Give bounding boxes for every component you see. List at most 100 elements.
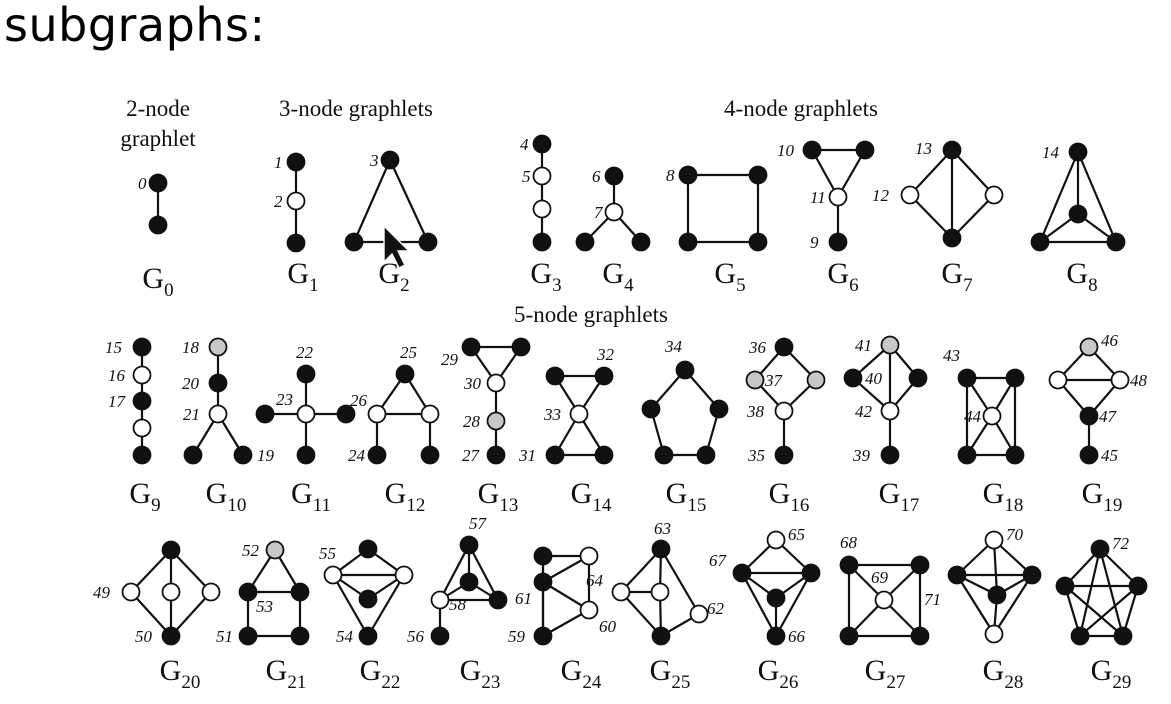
graphlet-title-g29: G29 — [1091, 654, 1132, 693]
edge-g29-2-3 — [1079, 585, 1139, 637]
node-g24-1-black — [533, 572, 553, 592]
orbit-label-65: 65 — [788, 525, 805, 544]
node-g4-3-black — [631, 232, 651, 252]
graphlet-title-g9: G9 — [129, 477, 160, 516]
edge-g25-0-1 — [620, 548, 662, 593]
graphlet-title-g0: G0 — [142, 262, 173, 301]
node-g13-4-black — [486, 445, 506, 465]
graphlet-title-g8: G8 — [1066, 257, 1097, 296]
node-g11-0-black — [296, 364, 316, 384]
node-g17-2-black — [908, 368, 928, 388]
node-g28-2-black — [1022, 565, 1042, 585]
orbit-label-59: 59 — [508, 627, 526, 646]
orbit-label-6: 6 — [592, 167, 601, 186]
orbit-label-33: 33 — [543, 405, 561, 424]
edge-g25-0-3 — [660, 548, 700, 615]
node-g11-2-black — [255, 404, 275, 424]
orbit-label-46: 46 — [1101, 331, 1119, 350]
orbit-label-49: 49 — [93, 583, 111, 602]
node-g1-1-white — [286, 191, 306, 211]
node-g8-1-black — [1068, 204, 1088, 224]
node-g23-1-black — [459, 572, 479, 592]
orbit-label-56: 56 — [407, 627, 425, 646]
node-g20-4-black — [161, 626, 181, 646]
node-g10-1-black — [208, 373, 228, 393]
node-g2-2-black — [418, 232, 438, 252]
edge-g23-0-3 — [468, 544, 499, 601]
node-g10-3-black — [183, 445, 203, 465]
edge-g28-1-4 — [956, 574, 995, 635]
node-g19-3-black — [1079, 406, 1099, 426]
orbit-label-54: 54 — [336, 627, 354, 646]
node-g22-0-black — [358, 539, 378, 559]
orbit-label-64: 64 — [586, 571, 604, 590]
node-g16-4-black — [774, 445, 794, 465]
node-g11-4-black — [296, 445, 316, 465]
graphlet-title-g7: G7 — [941, 257, 972, 296]
node-g29-4-black — [1113, 626, 1133, 646]
node-g9-0-black — [132, 337, 152, 357]
edge-g28-2-4 — [993, 574, 1033, 635]
edge-g7-2-3 — [951, 194, 995, 239]
node-g26-0-white — [766, 530, 786, 550]
node-g24-2-white — [579, 600, 599, 620]
node-g14-1-black — [594, 366, 614, 386]
node-g23-0-black — [459, 535, 479, 555]
node-g19-2-white — [1110, 370, 1130, 390]
graphlet-title-g1: G1 — [287, 257, 318, 296]
orbit-label-29: 29 — [441, 350, 459, 369]
node-g22-4-black — [358, 626, 378, 646]
node-g22-3-black — [358, 589, 378, 609]
node-g4-2-black — [575, 232, 595, 252]
orbit-label-67: 67 — [709, 551, 728, 570]
orbit-label-53: 53 — [256, 597, 273, 616]
node-g12-0-black — [395, 364, 415, 384]
node-g23-4-black — [430, 626, 450, 646]
orbit-label-60: 60 — [599, 617, 617, 636]
orbit-label-20: 20 — [182, 374, 200, 393]
graphlet-g0: 0G0 — [138, 173, 174, 301]
node-g7-0-black — [942, 140, 962, 160]
orbit-label-57: 57 — [469, 514, 488, 533]
orbit-label-10: 10 — [777, 141, 795, 160]
graphlet-g5: 8G5 — [666, 165, 768, 296]
node-g16-3-white — [774, 401, 794, 421]
graphlet-title-g13: G13 — [478, 477, 519, 516]
orbit-label-17: 17 — [108, 392, 127, 411]
node-g26-2-black — [801, 563, 821, 583]
node-g18-0-black — [957, 368, 977, 388]
node-g4-0-black — [604, 166, 624, 186]
node-g1-2-black — [286, 233, 306, 253]
node-g25-3-white — [689, 604, 709, 624]
node-g6-0-black — [802, 140, 822, 160]
orbit-label-30: 30 — [463, 374, 482, 393]
orbit-label-28: 28 — [463, 412, 481, 431]
orbit-label-21: 21 — [183, 405, 200, 424]
orbit-label-48: 48 — [1130, 371, 1148, 390]
orbit-label-55: 55 — [319, 544, 336, 563]
graphlet-title-g11: G11 — [291, 477, 331, 516]
node-g16-2-gray — [806, 370, 826, 390]
node-g14-3-black — [545, 445, 565, 465]
orbit-label-70: 70 — [1006, 525, 1024, 544]
node-g28-3-black — [987, 585, 1007, 605]
node-g5-3-black — [748, 232, 768, 252]
node-g20-1-white — [121, 582, 141, 602]
node-g13-1-black — [511, 337, 531, 357]
node-g5-2-black — [678, 232, 698, 252]
node-g7-1-white — [900, 185, 920, 205]
orbit-label-43: 43 — [943, 346, 960, 365]
node-g17-0-gray — [880, 335, 900, 355]
orbit-label-4: 4 — [520, 135, 529, 154]
graphlet-title-g12: G12 — [385, 477, 426, 516]
node-g26-1-black — [732, 563, 752, 583]
